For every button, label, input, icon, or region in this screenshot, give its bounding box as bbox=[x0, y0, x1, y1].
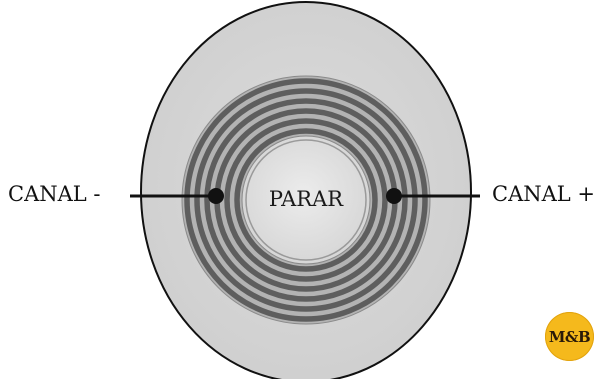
channel-plus-label: CANAL + bbox=[492, 182, 595, 206]
ring-band-inner-edge bbox=[241, 135, 371, 265]
ring-band-outer-edge bbox=[181, 75, 431, 325]
channel-minus-label: CANAL - bbox=[8, 182, 101, 206]
stop-button-label: PARAR bbox=[268, 187, 344, 211]
logo-text: M&B bbox=[548, 327, 591, 346]
channel-ring bbox=[234, 128, 378, 272]
channel-ring bbox=[184, 78, 428, 322]
connector-right-dot bbox=[386, 188, 402, 204]
stop-button[interactable] bbox=[245, 139, 367, 261]
channel-ring bbox=[204, 98, 408, 302]
channel-ring bbox=[224, 118, 388, 282]
mb-logo-icon: M&B bbox=[545, 312, 594, 361]
connector-left-dot bbox=[208, 188, 224, 204]
channel-ring bbox=[194, 88, 418, 312]
